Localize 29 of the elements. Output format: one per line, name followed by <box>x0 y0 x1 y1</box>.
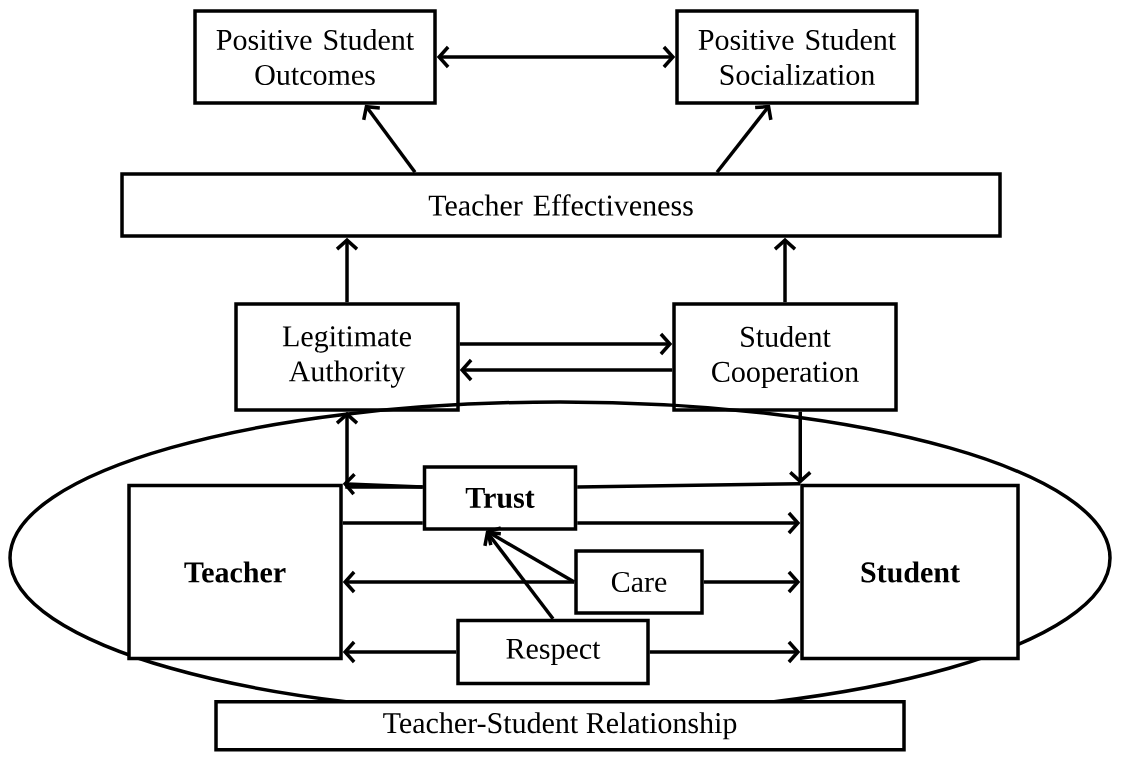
factor-box: Care <box>574 549 704 615</box>
arrow <box>577 511 801 535</box>
arrow <box>483 530 555 620</box>
factor-box: Respect <box>456 618 650 686</box>
arrow <box>436 45 676 69</box>
outcome-box: Positive Student Socialization <box>675 9 919 105</box>
actor-box: Teacher <box>127 483 343 661</box>
process-box: Teacher Effectiveness <box>120 172 1002 238</box>
arrow <box>362 104 417 174</box>
arrow <box>715 104 773 174</box>
arrow <box>342 640 457 664</box>
arrow <box>459 332 673 356</box>
actor-box: Student <box>800 483 1020 661</box>
arrow <box>335 411 423 489</box>
arrow <box>459 358 673 382</box>
arrow <box>773 237 797 303</box>
arrow <box>335 237 359 303</box>
arrow <box>703 570 801 594</box>
outcome-box: Positive Student Outcomes <box>193 9 437 105</box>
line <box>577 482 801 489</box>
line <box>342 521 423 525</box>
arrow <box>342 570 575 594</box>
arrow <box>486 526 576 584</box>
factor-box: Trust <box>422 465 578 531</box>
process-box: Legitimate Authority <box>234 302 460 412</box>
process-box: Student Cooperation <box>672 302 898 412</box>
arrow <box>789 411 812 484</box>
arrow <box>649 640 801 664</box>
node-label: Teacher-Student Relationship <box>383 712 737 740</box>
